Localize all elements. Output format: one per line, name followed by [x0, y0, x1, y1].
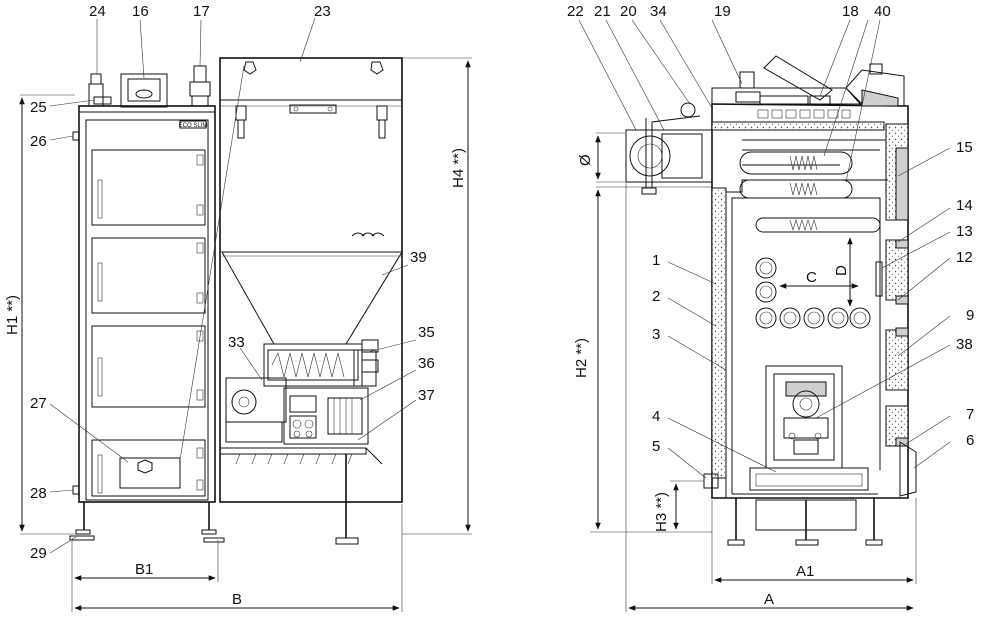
- ash-pan: [749, 467, 869, 491]
- callout-28: 28: [30, 485, 47, 502]
- hopper-handle: [289, 104, 337, 114]
- callout-7: 7: [966, 406, 974, 423]
- callout-22: 22: [567, 3, 584, 20]
- door-handle: [97, 179, 103, 219]
- type-plate: [93, 96, 112, 105]
- h3-label: H3 **): [653, 492, 670, 532]
- h1-label: H1 **): [4, 295, 21, 335]
- c-label: C: [806, 269, 817, 286]
- opened-controller-lid: [763, 55, 833, 101]
- boiler-cabinet: [78, 105, 216, 503]
- turbulator-middle: [739, 179, 853, 199]
- section-view: C D: [625, 55, 917, 546]
- boiler-casing-section: [711, 103, 909, 499]
- a-label: A: [764, 591, 774, 608]
- callout-35: 35: [418, 324, 435, 341]
- outlet-nozzle: [72, 131, 80, 141]
- callout-39: 39: [410, 249, 427, 266]
- door-handle: [97, 357, 103, 397]
- ash-door: [91, 439, 206, 497]
- callout-1: 1: [652, 252, 660, 269]
- fuel-hopper: [179, 57, 403, 545]
- callout-40: 40: [874, 3, 891, 20]
- cleaning-tray: [119, 457, 181, 489]
- section-dimensions: Ø H2 **) H3 **) A1 A: [573, 132, 917, 612]
- section-callouts: 22 21 20 34 19 18 40 15 14 13 12 9 38 7 …: [567, 3, 974, 455]
- callout-37: 37: [418, 387, 435, 404]
- thermometer: [90, 73, 102, 85]
- callout-27: 27: [30, 395, 47, 412]
- b-label: B: [232, 591, 242, 608]
- safety-valve: [193, 65, 207, 83]
- callout-36: 36: [418, 355, 435, 372]
- b1-label: B1: [135, 561, 153, 578]
- callout-33: 33: [228, 334, 245, 351]
- callout-25: 25: [30, 99, 47, 116]
- callout-5: 5: [652, 438, 660, 455]
- callout-38: 38: [956, 336, 973, 353]
- door-lower: [91, 325, 206, 408]
- callout-3: 3: [652, 326, 660, 343]
- callout-20: 20: [620, 3, 637, 20]
- h4-label: H4 **): [450, 148, 467, 188]
- flue-fan: [661, 133, 703, 179]
- callout-6: 6: [966, 432, 974, 449]
- h2-label: H2 **): [573, 338, 590, 378]
- cleaning-door: [899, 441, 917, 497]
- turbulator-lower: [755, 217, 881, 233]
- feeder-motor-unit: [283, 387, 369, 445]
- insulation-left: [711, 187, 727, 479]
- auger-screw: [271, 352, 345, 378]
- a1-label: A1: [796, 563, 814, 580]
- callout-17: 17: [193, 3, 210, 20]
- adjustable-foot: [69, 535, 95, 541]
- front-leader-lines: [49, 17, 417, 554]
- turbulator-upper: [739, 151, 853, 175]
- callout-14: 14: [956, 197, 973, 214]
- boiler-inner-frame: [85, 119, 209, 501]
- callout-19: 19: [714, 3, 731, 20]
- door-handle: [97, 262, 103, 302]
- door-top: [91, 149, 206, 226]
- support-tray: [219, 447, 367, 455]
- display-window: [759, 95, 809, 105]
- callout-12: 12: [956, 249, 973, 266]
- callout-9: 9: [966, 307, 974, 324]
- flame-tubes: [755, 257, 871, 329]
- door-handle: [97, 454, 103, 494]
- callout-2: 2: [652, 288, 660, 305]
- door-middle: [91, 237, 206, 314]
- d-label: D: [833, 265, 850, 276]
- callout-18: 18: [842, 3, 859, 20]
- hopper-funnel: [221, 251, 403, 345]
- inlet-nozzle: [72, 485, 80, 495]
- callout-21: 21: [594, 3, 611, 20]
- hopper-body: [219, 57, 403, 503]
- eco-slim-plate: [179, 120, 207, 129]
- callout-24: 24: [89, 3, 106, 20]
- panel-label: ECO SLIM: [179, 123, 208, 129]
- section-leader-lines: [578, 19, 951, 479]
- front-view: ECO SLIM: [69, 65, 225, 543]
- flue-outlet: [625, 129, 713, 183]
- callout-34: 34: [650, 3, 667, 20]
- callout-23: 23: [314, 3, 331, 20]
- front-callouts: 24 16 17 23 25 26 27 28 29 33 35 36 37 3…: [30, 3, 435, 562]
- callout-16: 16: [132, 3, 149, 20]
- front-dimensions: H1 **) H4 **) B1 B: [4, 57, 472, 612]
- callout-26: 26: [30, 133, 47, 150]
- callout-15: 15: [956, 139, 973, 156]
- phi-label: Ø: [577, 154, 594, 166]
- callout-29: 29: [30, 545, 47, 562]
- callout-4: 4: [652, 408, 660, 425]
- callout-13: 13: [956, 223, 973, 240]
- adjustable-foot: [75, 529, 91, 535]
- gear-motor: [327, 397, 363, 435]
